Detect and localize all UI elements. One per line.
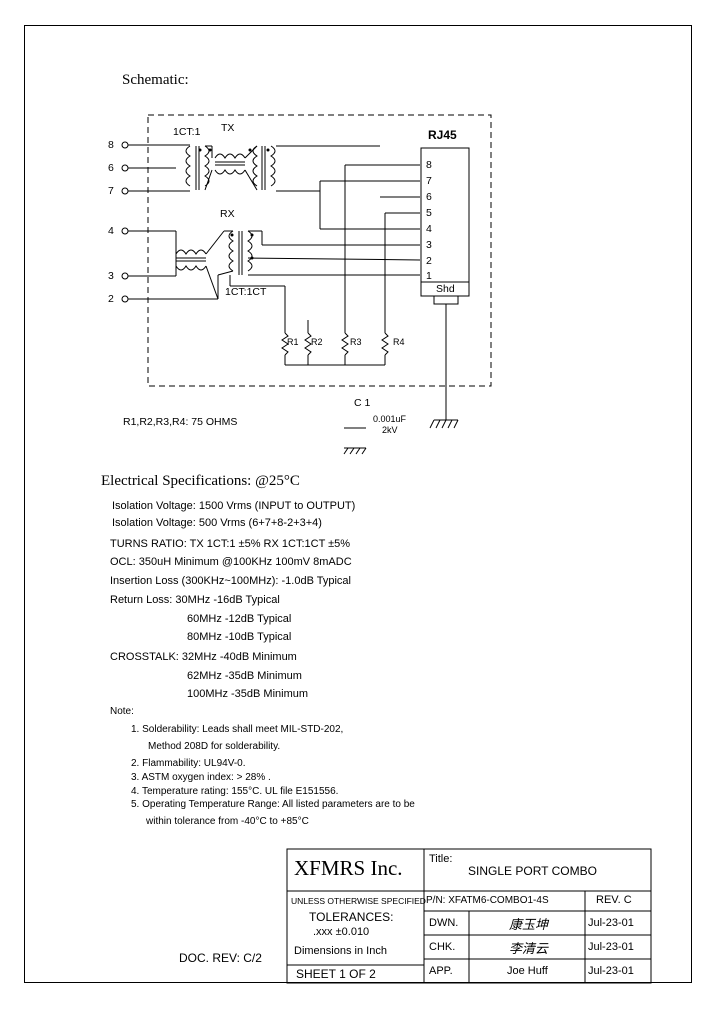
note-item: within tolerance from -40°C to +85°C	[146, 816, 309, 827]
spec-line: 80MHz -10dB Typical	[187, 631, 292, 643]
shield-label: Shd	[436, 283, 455, 295]
dwn-name: 康玉坤	[509, 918, 549, 933]
left-pin: 8	[108, 139, 114, 151]
spec-line: CROSSTALK: 32MHz -40dB Minimum	[110, 651, 297, 663]
spec-line: 100MHz -35dB Minimum	[187, 688, 309, 700]
left-pin: 4	[108, 225, 114, 237]
tolerances-label: TOLERANCES:	[309, 910, 394, 924]
schematic-title: Schematic:	[122, 72, 189, 88]
chk-name: 李清云	[509, 942, 549, 957]
spec-line: Insertion Loss (300KHz~100MHz): -1.0dB T…	[110, 575, 351, 587]
revision: REV. C	[596, 894, 632, 906]
rj45-pin: 1	[426, 270, 432, 282]
app-name: Joe Huff	[507, 965, 548, 977]
tx-label: TX	[221, 122, 235, 134]
note-item: 5. Operating Temperature Range: All list…	[131, 799, 415, 810]
spec-line: 62MHz -35dB Minimum	[187, 670, 302, 682]
spec-line: Return Loss: 30MHz -16dB Typical	[110, 594, 280, 606]
rj45-label: RJ45	[428, 128, 457, 142]
rj45-pin: 3	[426, 239, 432, 251]
rx-label: RX	[220, 208, 235, 220]
dimensions-unit: Dimensions in Inch	[294, 945, 387, 957]
note-item: 3. ASTM oxygen index: > 28% .	[131, 772, 271, 783]
spec-line: Isolation Voltage: 500 Vrms (6+7+8-2+3+4…	[112, 517, 322, 529]
rj45-pin: 5	[426, 207, 432, 219]
app-date: Jul-23-01	[588, 965, 634, 977]
chk-date: Jul-23-01	[588, 941, 634, 953]
left-pin: 6	[108, 162, 114, 174]
capacitor-label: C 1	[354, 397, 371, 409]
unless-specified: UNLESS OTHERWISE SPECIFIED	[291, 896, 426, 906]
capacitor-voltage: 2kV	[382, 425, 398, 435]
tolerance-value: .xxx ±0.010	[313, 926, 370, 938]
title-label: Title:	[429, 853, 453, 865]
resistor-label: R4	[393, 337, 405, 347]
rj45-pin: 4	[426, 223, 432, 235]
rj45-pin: 8	[426, 159, 432, 171]
dwn-label: DWN.	[429, 917, 459, 929]
resistor-label: R2	[311, 337, 323, 347]
rj45-pin: 6	[426, 191, 432, 203]
company-name: XFMRS Inc.	[294, 856, 403, 880]
left-pin: 3	[108, 270, 114, 282]
rj45-pin: 7	[426, 175, 432, 187]
spec-line: 60MHz -12dB Typical	[187, 613, 292, 625]
app-label: APP.	[429, 965, 453, 977]
rx-ratio-label: 1CT:1CT	[225, 286, 267, 298]
notes-heading: Note:	[110, 706, 134, 717]
doc-revision: DOC. REV: C/2	[179, 951, 262, 965]
rj45-pin: 2	[426, 255, 432, 267]
spec-line: TURNS RATIO: TX 1CT:1 ±5% RX 1CT:1CT ±5%	[110, 538, 351, 550]
note-item: Method 208D for solderability.	[148, 741, 281, 752]
electrical-heading: Electrical Specifications: @25°C	[101, 473, 300, 489]
spec-line: OCL: 350uH Minimum @100KHz 100mV 8mADC	[110, 556, 352, 568]
left-pin: 2	[108, 293, 114, 305]
resistor-label: R1	[287, 337, 299, 347]
dwn-date: Jul-23-01	[588, 917, 634, 929]
title-value: SINGLE PORT COMBO	[468, 864, 597, 878]
note-item: 2. Flammability: UL94V-0.	[131, 758, 246, 769]
chk-label: CHK.	[429, 941, 456, 953]
tx-ratio-label: 1CT:1	[173, 126, 201, 138]
resistor-note: R1,R2,R3,R4: 75 OHMS	[123, 416, 238, 428]
left-pin: 7	[108, 185, 114, 197]
capacitor-value: 0.001uF	[373, 414, 407, 424]
part-number: P/N: XFATM6-COMBO1-4S	[426, 895, 549, 906]
resistor-label: R3	[350, 337, 362, 347]
schematic-boundary	[147, 114, 492, 387]
note-item: 4. Temperature rating: 155°C. UL file E1…	[131, 786, 339, 797]
note-item: 1. Solderability: Leads shall meet MIL-S…	[131, 724, 344, 735]
sheet-number: SHEET 1 OF 2	[296, 967, 376, 981]
spec-line: Isolation Voltage: 1500 Vrms (INPUT to O…	[112, 500, 356, 512]
